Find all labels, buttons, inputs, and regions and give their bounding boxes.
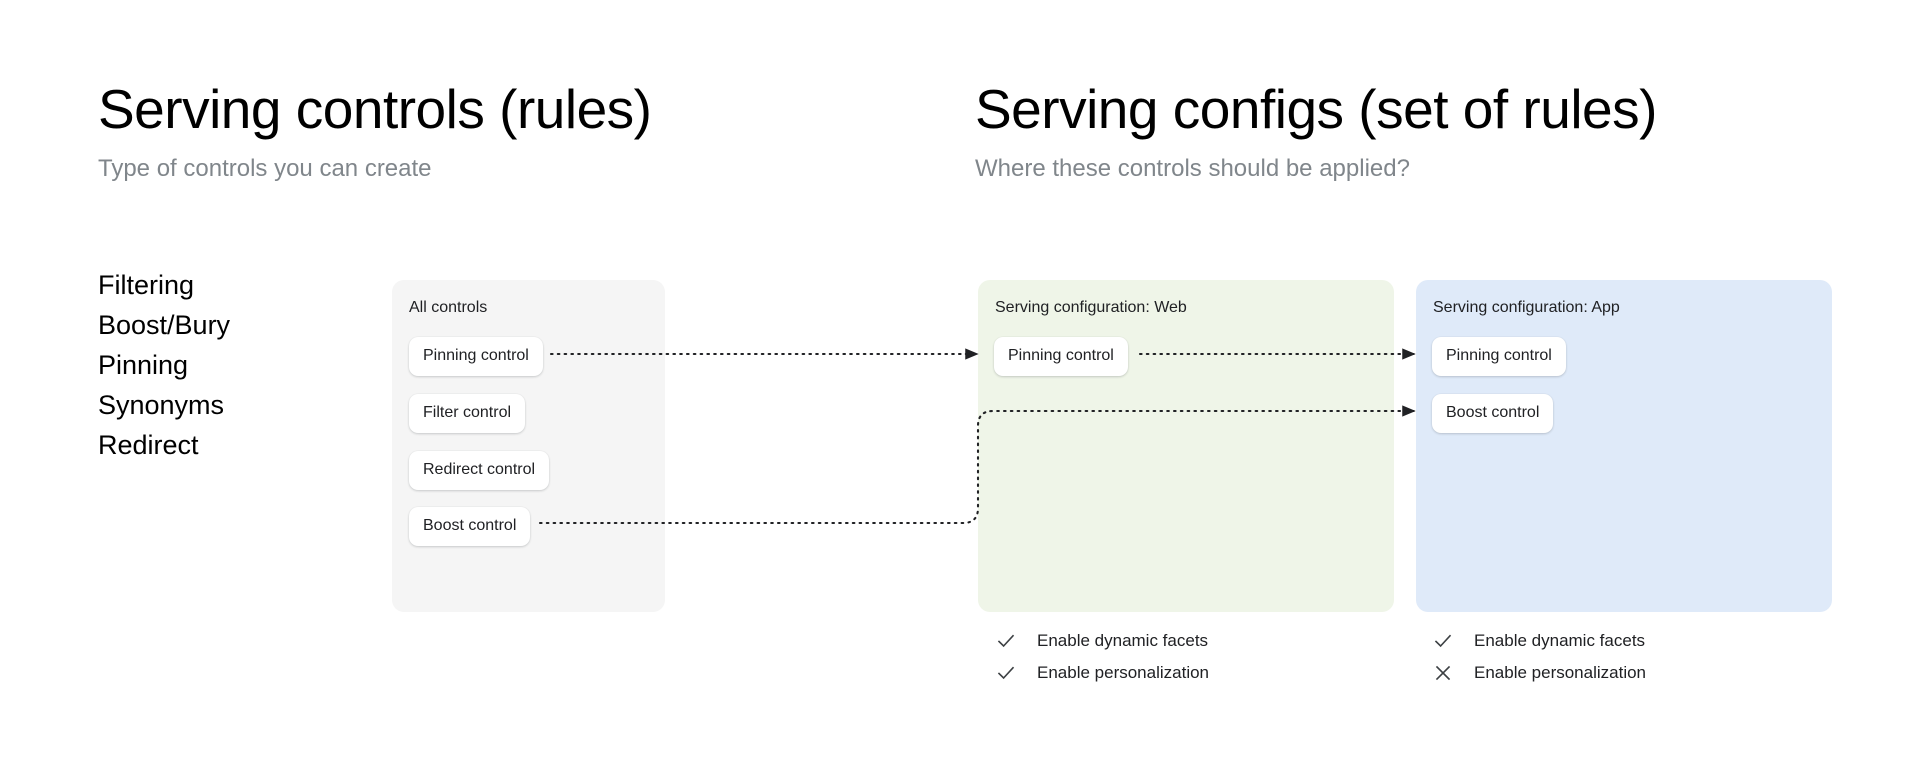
check-icon	[995, 662, 1017, 684]
all-controls-card-title: All controls	[409, 299, 488, 316]
control-chip-filter[interactable]: Filter control	[409, 394, 526, 433]
feature-row: Enable personalization	[995, 657, 1209, 689]
config-web-chip-pinning[interactable]: Pinning control	[994, 337, 1128, 376]
right-column-title: Serving configs (set of rules)	[975, 78, 1657, 140]
config-app-chip-pinning[interactable]: Pinning control	[1432, 337, 1566, 376]
control-type-item: Boost/Bury	[98, 310, 231, 340]
check-icon	[1432, 630, 1454, 652]
feature-row: Enable dynamic facets	[995, 625, 1209, 657]
left-column-title: Serving controls (rules)	[98, 78, 652, 140]
serving-config-app-title: Serving configuration: App	[1433, 299, 1620, 316]
feature-label: Enable personalization	[1037, 663, 1210, 682]
feature-label: Enable dynamic facets	[1474, 631, 1646, 650]
feature-label: Enable personalization	[1474, 663, 1647, 682]
control-type-item: Filtering	[98, 270, 195, 300]
config-app-chip-boost[interactable]: Boost control	[1432, 394, 1554, 433]
feature-row: Enable dynamic facets	[1432, 625, 1646, 657]
control-chip-redirect[interactable]: Redirect control	[409, 451, 550, 490]
feature-label: Enable dynamic facets	[1037, 631, 1209, 650]
control-chip-boost[interactable]: Boost control	[409, 507, 531, 546]
feature-row: Enable personalization	[1432, 657, 1646, 689]
control-type-item: Synonyms	[98, 390, 225, 420]
control-type-list: Filtering Boost/Bury Pinning Synonyms Re…	[98, 265, 230, 465]
right-column-header: Serving configs (set of rules) Where the…	[975, 78, 1657, 184]
control-type-item: Redirect	[98, 430, 199, 460]
control-chip-pinning[interactable]: Pinning control	[409, 337, 543, 376]
serving-config-web-title: Serving configuration: Web	[995, 299, 1187, 316]
left-column-subtitle: Type of controls you can create	[98, 155, 432, 182]
serving-config-web-card: Serving configuration: Web Pinning contr…	[978, 280, 1394, 612]
check-icon	[995, 630, 1017, 652]
left-column-header: Serving controls (rules) Type of control…	[98, 78, 652, 184]
serving-config-app-features: Enable dynamic facets Enable personaliza…	[1432, 625, 1646, 689]
serving-config-app-card: Serving configuration: App Pinning contr…	[1416, 280, 1832, 612]
control-type-item: Pinning	[98, 350, 189, 380]
close-icon	[1432, 662, 1454, 684]
serving-config-web-features: Enable dynamic facets Enable personaliza…	[995, 625, 1209, 689]
right-column-subtitle: Where these controls should be applied?	[975, 155, 1410, 182]
all-controls-card: All controls Pinning control Filter cont…	[392, 280, 665, 612]
